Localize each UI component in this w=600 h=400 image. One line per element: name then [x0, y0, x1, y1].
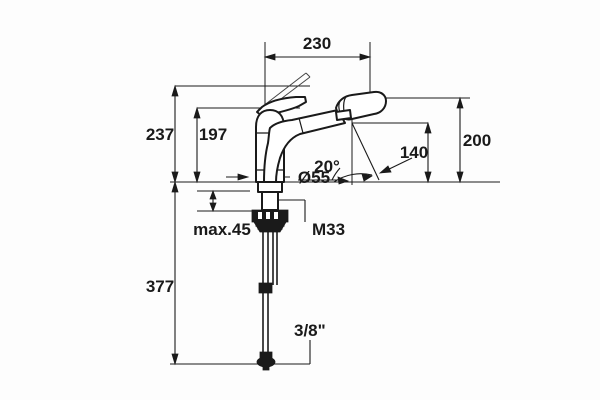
dimension-377-label: 377: [146, 277, 174, 296]
leader-supply-thread: 3/8": [272, 321, 326, 365]
dimension-377: 377: [146, 180, 179, 366]
dimension-237: 237: [146, 84, 179, 184]
spray-head-nose: [377, 91, 387, 114]
spray-head-joint: [335, 109, 352, 121]
dimension-200: 200: [456, 96, 491, 184]
mounting-shank: [261, 191, 279, 211]
dimension-max-45: max.45: [193, 189, 251, 239]
dimension-230: 230: [263, 34, 372, 61]
dimension-197: 197: [193, 106, 227, 184]
dimension-200-label: 200: [463, 131, 491, 150]
dimension-140-label: 140: [400, 143, 428, 162]
spout-seam: [298, 117, 304, 134]
supply-hoses: [262, 232, 278, 357]
leader-m33-label: M33: [312, 220, 345, 239]
dimension-140: 140: [378, 121, 432, 184]
leader-supply-thread-label: 3/8": [294, 321, 326, 340]
spout-arm: [263, 109, 346, 183]
m33-fixing-nut: [251, 209, 289, 233]
hose-clamp: [258, 282, 273, 294]
dimension-197-label: 197: [199, 125, 227, 144]
dimension-diameter-55-label: Ø55: [298, 168, 330, 187]
dimension-20-degrees-label: 20°: [314, 157, 340, 176]
extension-lines: [170, 42, 500, 365]
dimension-230-label: 230: [303, 34, 331, 53]
dimension-max-45-label: max.45: [193, 220, 251, 239]
supply-connector: [256, 351, 276, 371]
dimension-237-label: 237: [146, 125, 174, 144]
base-shank: [257, 181, 283, 193]
faucet-assembly: [251, 72, 387, 371]
